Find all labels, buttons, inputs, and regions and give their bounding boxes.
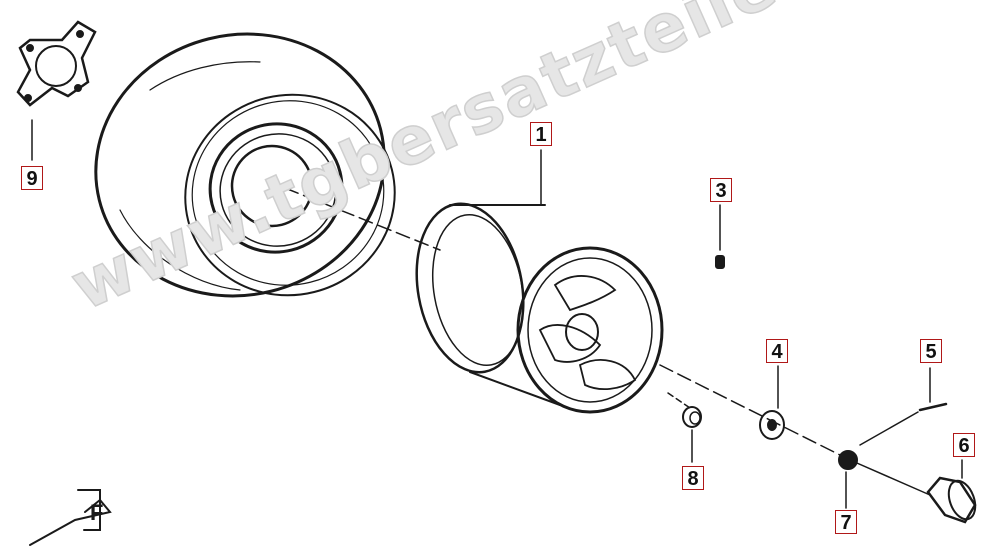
direction-arrow-icon xyxy=(29,489,112,546)
callout-5: 5 xyxy=(920,339,942,363)
callout-1: 1 xyxy=(530,122,552,146)
valve xyxy=(715,255,725,269)
tire xyxy=(94,32,396,298)
cotter-pin xyxy=(918,402,948,412)
castle-nut xyxy=(838,450,858,470)
rim xyxy=(415,202,664,414)
callout-8: 8 xyxy=(682,466,704,490)
washer xyxy=(759,410,785,440)
callout-4: 4 xyxy=(766,339,788,363)
callout-3: 3 xyxy=(710,178,732,202)
callout-6: 6 xyxy=(953,433,975,457)
callout-9: 9 xyxy=(21,166,43,190)
callout-7: 7 xyxy=(835,510,857,534)
direction-marker: F xyxy=(90,500,103,525)
wheel-nut xyxy=(682,406,702,428)
hub-plate xyxy=(16,20,97,107)
axis-line xyxy=(284,187,441,251)
shaft-line xyxy=(659,364,851,461)
hub-cap xyxy=(926,476,977,524)
